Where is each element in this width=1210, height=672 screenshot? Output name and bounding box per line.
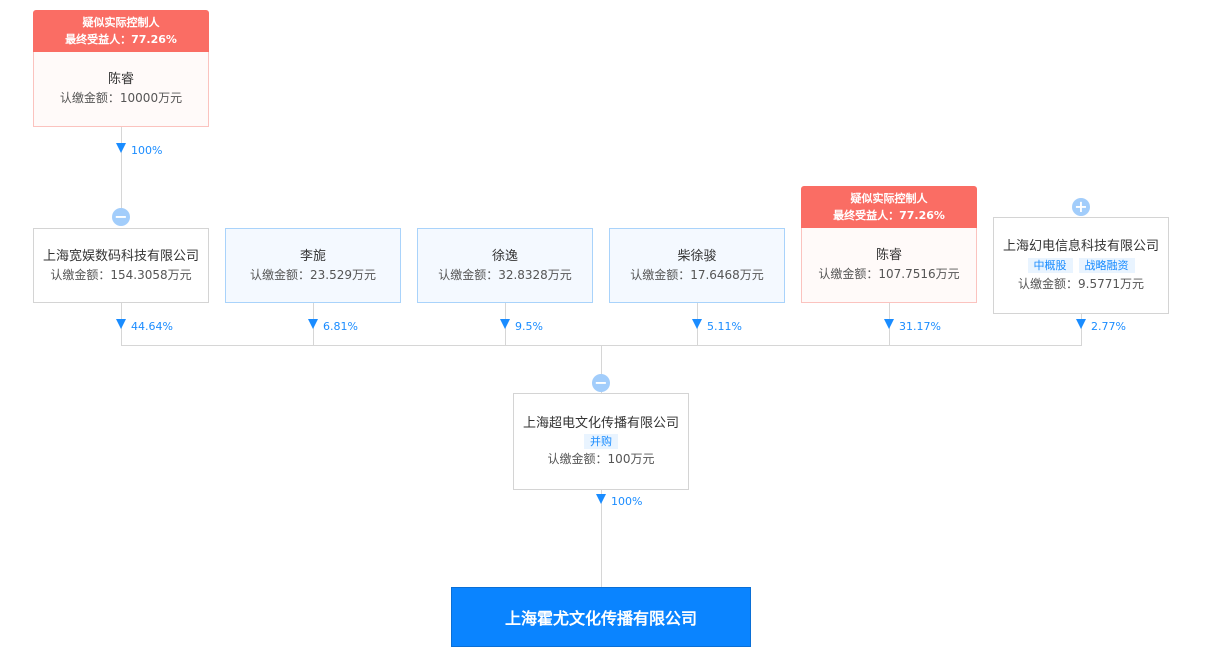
holder-amount: 认缴金额：23.529万元 xyxy=(250,267,376,282)
target-company-name: 上海霍尤文化传播有限公司 xyxy=(504,609,697,628)
holder-name: 徐逸 xyxy=(491,248,518,264)
holder-amount: 认缴金额：17.6468万元 xyxy=(630,267,764,282)
holder-amount: 认缴金额：107.7516万元 xyxy=(818,267,960,281)
holder-name: 陈睿 xyxy=(107,72,134,87)
arrow-down-icon xyxy=(1076,319,1086,329)
shareholder-card[interactable]: 柴徐骏 认缴金额：17.6468万元 xyxy=(609,228,785,303)
controller-badge: 疑似实际控制人 最终受益人：77.26% xyxy=(33,10,209,58)
holder-amount: 认缴金额：9.5771万元 xyxy=(1018,277,1144,291)
tag[interactable]: 战略融资 xyxy=(1078,258,1135,273)
holder-name: 陈睿 xyxy=(875,248,902,263)
controller-badge: 疑似实际控制人 最终受益人：77.26% xyxy=(801,186,977,234)
beneficiary-label: 最终受益人：77.26% xyxy=(65,33,177,46)
arrow-down-icon xyxy=(884,319,894,329)
holder-name: 柴徐骏 xyxy=(677,248,717,264)
share-percent: 2.77% xyxy=(1091,320,1126,333)
collapse-icon[interactable]: − xyxy=(592,374,610,392)
share-percent: 44.64% xyxy=(131,320,173,333)
share-percent: 9.5% xyxy=(515,320,543,333)
top-holder-card[interactable]: 陈睿 认缴金额：10000万元 xyxy=(33,52,209,127)
shareholder-card[interactable]: 李旎 认缴金额：23.529万元 xyxy=(225,228,401,303)
share-percent: 31.17% xyxy=(899,320,941,333)
middle-company-card[interactable]: 上海超电文化传播有限公司 并购 认缴金额：100万元 xyxy=(513,393,689,490)
arrow-down-icon xyxy=(596,494,606,504)
holder-amount: 认缴金额：32.8328万元 xyxy=(438,267,572,282)
expand-icon[interactable]: + xyxy=(1072,198,1090,216)
holder-name: 李旎 xyxy=(299,248,326,264)
shareholder-card[interactable]: 徐逸 认缴金额：32.8328万元 xyxy=(417,228,593,303)
arrow-down-icon xyxy=(116,143,126,153)
share-percent: 6.81% xyxy=(323,320,358,333)
tag[interactable]: 并购 xyxy=(584,434,618,449)
arrow-down-icon xyxy=(308,319,318,329)
holder-name: 上海幻电信息科技有限公司 xyxy=(1002,239,1159,254)
holder-name: 上海宽娱数码科技有限公司 xyxy=(42,248,199,264)
shareholder-card[interactable]: 上海幻电信息科技有限公司 中概股战略融资 认缴金额：9.5771万元 xyxy=(993,217,1169,314)
arrow-down-icon xyxy=(500,319,510,329)
beneficiary-label: 最终受益人：77.26% xyxy=(833,209,945,222)
controller-label: 疑似实际控制人 xyxy=(850,192,928,205)
shareholder-card[interactable]: 陈睿 认缴金额：107.7516万元 xyxy=(801,228,977,303)
target-company[interactable]: 上海霍尤文化传播有限公司 xyxy=(451,587,751,647)
share-percent: 5.11% xyxy=(707,320,742,333)
holder-amount: 认缴金额：154.3058万元 xyxy=(50,267,192,282)
holder-amount: 认缴金额：100万元 xyxy=(547,452,655,466)
share-percent: 100% xyxy=(611,495,643,508)
company-name: 上海超电文化传播有限公司 xyxy=(522,416,679,431)
shareholder-card[interactable]: 上海宽娱数码科技有限公司 认缴金额：154.3058万元 xyxy=(33,228,209,303)
arrow-down-icon xyxy=(116,319,126,329)
holder-amount: 认缴金额：10000万元 xyxy=(59,91,183,105)
controller-label: 疑似实际控制人 xyxy=(82,16,160,29)
collapse-icon[interactable]: − xyxy=(112,208,130,226)
share-percent: 100% xyxy=(131,144,163,157)
tag[interactable]: 中概股 xyxy=(1027,258,1073,273)
arrow-down-icon xyxy=(692,319,702,329)
